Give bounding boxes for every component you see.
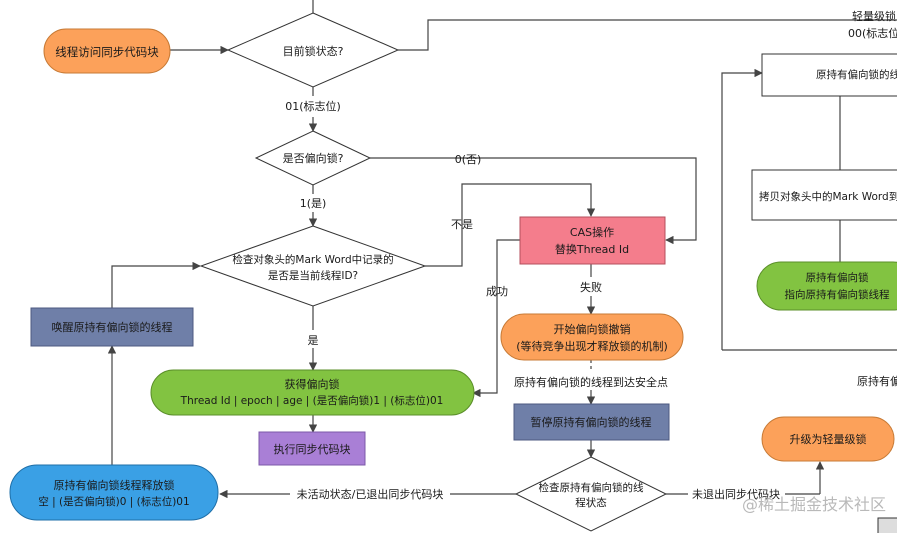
decision-check-mark-word: 检查对象头的Mark Word中记录的 是否是当前线程ID? <box>199 225 427 307</box>
label-not-is: 不是 <box>451 218 473 231</box>
label-no-0: 0(否) <box>455 153 482 166</box>
node-wake-thread-label: 唤醒原持有偏向锁的线程 <box>52 320 173 334</box>
node-release-line2: 空 | (是否偏向锁)0 | (标志位)01 <box>38 495 189 508</box>
node-right-green-line1: 原持有偏向锁 <box>806 271 869 284</box>
label-not-exited: 未退出同步代码块 <box>692 487 780 501</box>
node-wake-thread: 唤醒原持有偏向锁的线程 <box>30 307 194 347</box>
node-right-box-2: 拷贝对象头中的Mark Word到 <box>751 169 897 221</box>
node-revoke-line2: (等待竞争出现才释放锁的机制) <box>516 339 668 353</box>
decision-current-lock-state: 目前锁状态? <box>226 12 400 88</box>
label-success: 成功 <box>486 285 508 298</box>
label-fail: 失败 <box>580 280 602 294</box>
node-exec-sync-label: 执行同步代码块 <box>274 442 351 456</box>
node-right-box-2-label: 拷贝对象头中的Mark Word到 <box>759 190 897 203</box>
label-light-lock: 轻量级锁 <box>852 9 896 23</box>
watermark-text: @稀土掘金技术社区 <box>742 495 886 514</box>
node-pause-thread-label: 暂停原持有偏向锁的线程 <box>531 415 652 429</box>
node-upgrade-label: 升级为轻量级锁 <box>790 432 867 446</box>
node-cas-line2: 替换Thread Id <box>555 242 629 256</box>
node-revoke-line1: 开始偏向锁撤销 <box>554 322 631 336</box>
node-cas-operation: CAS操作 替换Thread Id <box>519 216 666 265</box>
decision-check-thread-state-line2: 程状态 <box>575 496 607 509</box>
decision-check-mark-word-line2: 是否是当前线程ID? <box>268 269 358 282</box>
label-flag-01: 01(标志位) <box>285 99 341 113</box>
label-reach-safepoint: 原持有偏向锁的线程到达安全点 <box>514 375 668 389</box>
label-yes-1: 1(是) <box>300 197 327 210</box>
node-acquire-line2: Thread Id | epoch | age | (是否偏向锁)1 | (标志… <box>180 394 444 407</box>
connector-lines <box>107 0 897 499</box>
node-right-box-1-label: 原持有偏向锁的线 <box>816 68 897 81</box>
node-pause-thread: 暂停原持有偏向锁的线程 <box>513 403 670 441</box>
node-release-line1: 原持有偏向锁线程释放锁 <box>54 478 175 492</box>
node-upgrade-light-lock: 升级为轻量级锁 <box>761 416 895 462</box>
label-flag-00: 00(标志位) <box>848 26 897 40</box>
node-acquire-bias: 获得偏向锁 Thread Id | epoch | age | (是否偏向锁)1… <box>150 369 475 416</box>
node-release-lock: 原持有偏向锁线程释放锁 空 | (是否偏向锁)0 | (标志位)01 <box>9 464 219 521</box>
decision-is-biased: 是否偏向锁? <box>254 130 372 186</box>
node-right-box-1: 原持有偏向锁的线 <box>761 53 897 97</box>
decision-check-thread-state-line1: 检查原持有偏向锁的线 <box>539 481 644 494</box>
node-thread-access-label: 线程访问同步代码块 <box>55 45 159 59</box>
node-thread-access: 线程访问同步代码块 <box>43 28 171 74</box>
decision-check-mark-word-line1: 检查对象头的Mark Word中记录的 <box>232 253 393 266</box>
node-exec-sync: 执行同步代码块 <box>258 431 366 466</box>
node-right-green: 原持有偏向锁 指向原持有偏向锁线程 <box>756 261 897 311</box>
node-revoke-bias: 开始偏向锁撤销 (等待竞争出现才释放锁的机制) <box>500 313 684 361</box>
label-is: 是 <box>308 334 319 347</box>
node-cas-line1: CAS操作 <box>570 225 614 239</box>
decision-current-lock-state-label: 目前锁状态? <box>283 44 344 58</box>
decision-is-biased-label: 是否偏向锁? <box>283 151 344 165</box>
node-right-bottom-partial <box>877 517 897 533</box>
label-inactive-exited: 未活动状态/已退出同步代码块 <box>297 487 444 501</box>
node-right-text: 原持有偏 <box>857 374 897 388</box>
decision-check-thread-state: 检查原持有偏向锁的线 程状态 <box>514 456 668 532</box>
node-acquire-line1: 获得偏向锁 <box>285 377 340 391</box>
node-right-green-line2: 指向原持有偏向锁线程 <box>785 288 890 301</box>
